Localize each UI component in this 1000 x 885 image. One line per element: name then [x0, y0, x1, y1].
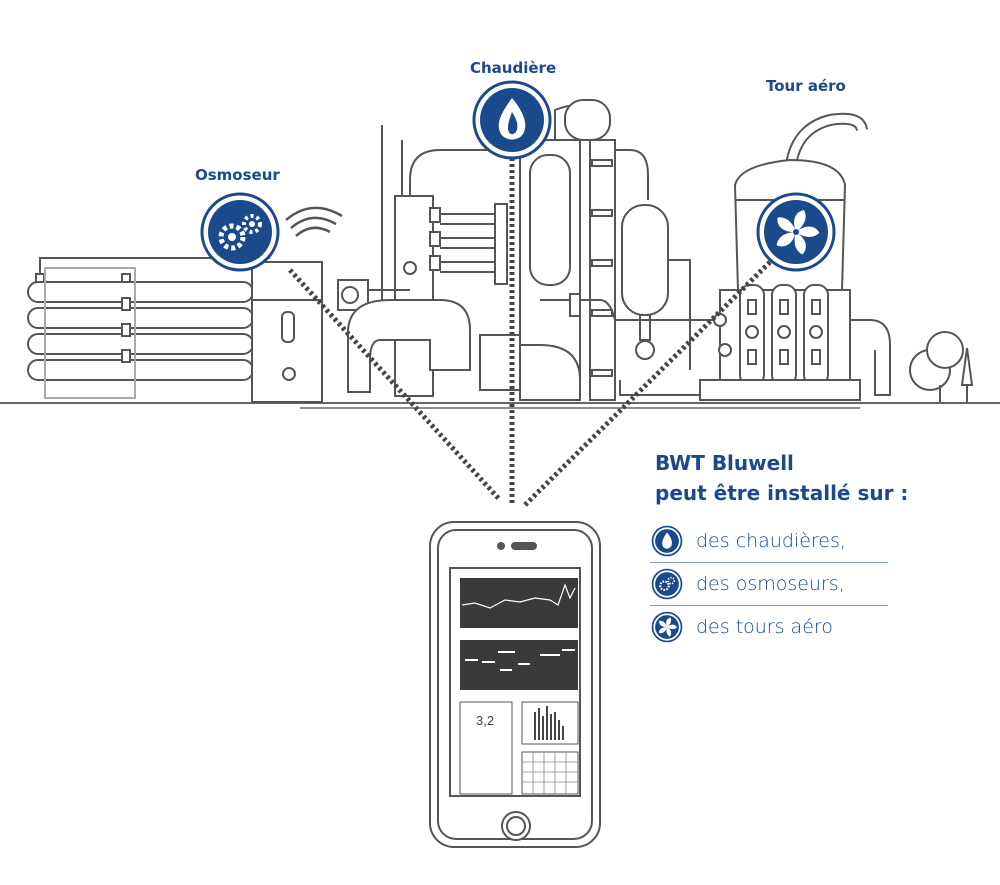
legend-item-chaudieres: des chaudières, [650, 520, 888, 563]
wifi-icon [285, 206, 343, 237]
phone-kpi-value: 3,2 [476, 713, 495, 728]
heading-line-2: peut être installé sur : [655, 481, 909, 505]
legend-list: des chaudières, des osmoseurs, des tours… [650, 520, 888, 648]
heading: BWT Bluwell peut être installé sur : [655, 448, 908, 508]
phone-line-chart [461, 583, 576, 609]
legend-item-tours-aero: des tours aéro [650, 606, 888, 648]
connection-chains [288, 158, 772, 507]
trees [909, 331, 974, 402]
chaudiere-unit [337, 99, 720, 401]
label-osmoseur: Osmoseur [195, 166, 280, 184]
phone-grid-tile [521, 751, 579, 795]
fan-icon [651, 611, 683, 643]
label-tour-aero: Tour aéro [766, 77, 846, 95]
legend-label: des osmoseurs, [696, 573, 845, 595]
flame-icon [651, 525, 683, 557]
label-chaudiere: Chaudière [470, 59, 557, 77]
flame-icon [472, 80, 552, 160]
phone-line-chart-panel [460, 578, 578, 628]
phone-kpi-tile [459, 701, 513, 795]
gears-icon [200, 192, 280, 272]
legend-label: des tours aéro [696, 616, 833, 638]
smartphone [429, 521, 601, 848]
gears-icon [651, 568, 683, 600]
legend-label: des chaudières, [696, 530, 846, 552]
osmoseur-unit [27, 257, 323, 403]
fan-icon [756, 192, 836, 272]
legend-item-osmoseurs: des osmoseurs, [650, 563, 888, 606]
heading-line-1: BWT Bluwell [655, 451, 794, 475]
